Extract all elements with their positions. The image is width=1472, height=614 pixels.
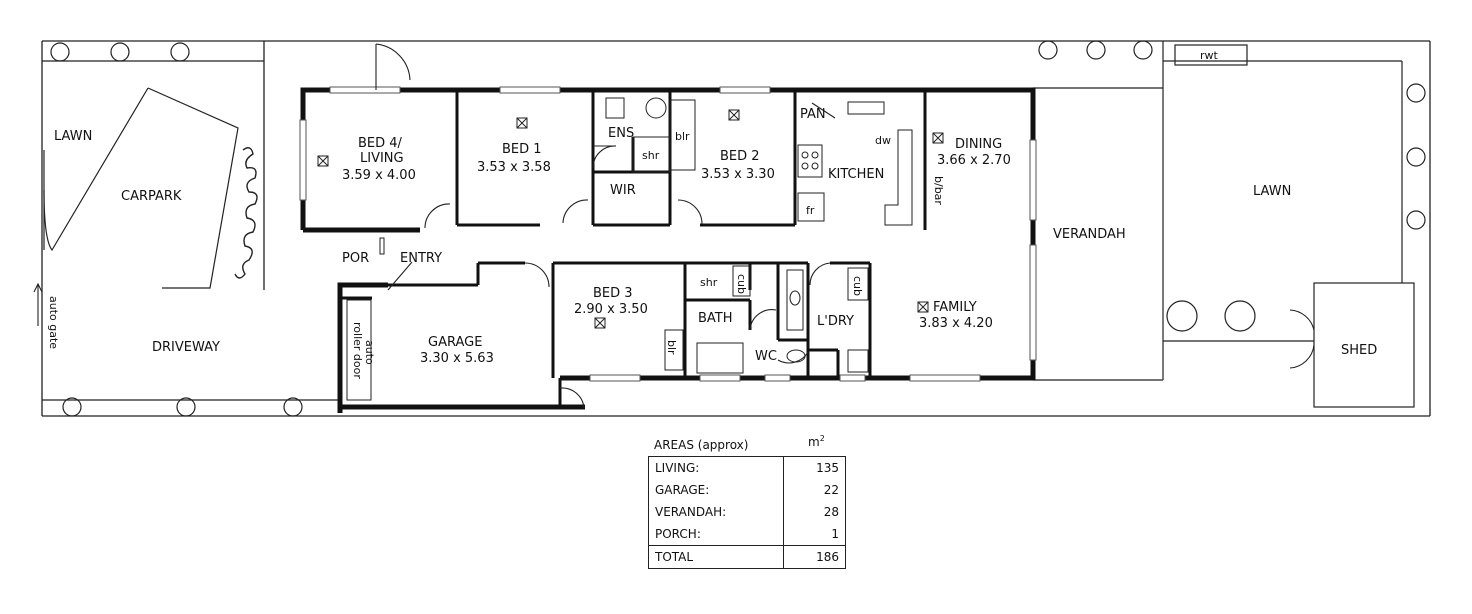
- bed4-dimensions: 3.59 x 4.00: [342, 168, 416, 183]
- bath-label: BATH: [698, 311, 733, 326]
- bed2-dimensions: 3.53 x 3.30: [701, 167, 775, 182]
- por-label: POR: [342, 251, 369, 266]
- shed-label: SHED: [1341, 343, 1377, 358]
- dining-dimensions: 3.66 x 2.70: [937, 153, 1011, 168]
- areas-unit: m2: [808, 434, 825, 449]
- lawn-left-label: LAWN: [54, 129, 92, 144]
- roller-door-label-1: auto: [363, 340, 376, 365]
- areas-grid: LIVING:135 GARAGE:22 VERANDAH:28 PORCH:1…: [648, 456, 846, 569]
- interior-walls: [340, 90, 927, 407]
- rwt-label: rwt: [1200, 49, 1219, 62]
- bed1-label: BED 1: [502, 142, 542, 157]
- outdoor-outlines: [1033, 41, 1415, 408]
- bed4-label-2: LIVING: [360, 151, 404, 166]
- auto-gate-arrow-icon: [33, 282, 43, 326]
- carpark-label: CARPARK: [121, 189, 182, 204]
- windows: [299, 86, 1037, 382]
- auto-gate-label: auto gate: [47, 296, 60, 349]
- shr-ens-label: shr: [642, 149, 660, 162]
- dining-label: DINING: [955, 137, 1002, 152]
- lawn-right-label: LAWN: [1253, 184, 1291, 199]
- bed2-label: BED 2: [720, 149, 760, 164]
- driveway-label: DRIVEWAY: [152, 340, 220, 355]
- bed4-label-1: BED 4/: [358, 136, 403, 151]
- areas-row: VERANDAH:28: [648, 501, 846, 523]
- family-dimensions: 3.83 x 4.20: [919, 316, 993, 331]
- hedge: [234, 147, 258, 279]
- areas-title: AREAS (approx): [654, 438, 749, 452]
- areas-row: LIVING:135: [648, 456, 846, 479]
- ens-label: ENS: [608, 126, 634, 141]
- blr-top-label: blr: [675, 130, 690, 143]
- entry-label: ENTRY: [400, 251, 442, 266]
- wir-label: WIR: [610, 183, 636, 198]
- ceiling-light-icons: [317, 109, 944, 329]
- pan-label: PAN: [800, 107, 826, 122]
- dw-label: dw: [875, 134, 891, 147]
- blr-bath-label: blr: [665, 340, 678, 355]
- family-label: FAMILY: [933, 300, 977, 315]
- areas-row: GARAGE:22: [648, 479, 846, 501]
- carpark-slab: [43, 87, 239, 289]
- doors: [375, 43, 1315, 409]
- cub-ldry-label: cub: [851, 276, 864, 296]
- shrubs: [50, 40, 1426, 417]
- cub-bath-label: cub: [735, 274, 748, 294]
- kitchen-label: KITCHEN: [828, 167, 884, 182]
- bed3-label: BED 3: [593, 286, 633, 301]
- shr-bath-label: shr: [700, 276, 718, 289]
- ldry-label: L'DRY: [817, 314, 854, 329]
- bed3-dimensions: 2.90 x 3.50: [574, 302, 648, 317]
- fr-label: fr: [806, 204, 815, 217]
- garage-label: GARAGE: [428, 335, 482, 350]
- garage-dimensions: 3.30 x 5.63: [420, 351, 494, 366]
- site-boundary: [41, 40, 1431, 417]
- bbar-label: b/bar: [932, 176, 945, 205]
- bed1-dimensions: 3.53 x 3.58: [477, 160, 551, 175]
- roller-door-label-2: roller door: [351, 322, 364, 379]
- fixtures: [346, 97, 913, 401]
- verandah-label: VERANDAH: [1053, 227, 1126, 242]
- areas-row: PORCH:1: [648, 523, 846, 546]
- wc-label: WC: [755, 349, 777, 364]
- areas-table: AREAS (approx) m2 LIVING:135 GARAGE:22 V…: [648, 430, 848, 569]
